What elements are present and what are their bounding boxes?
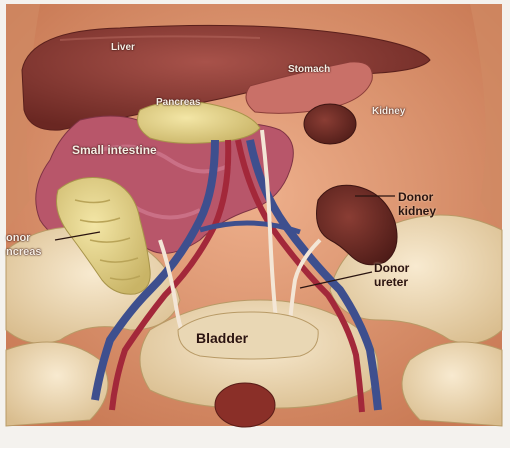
label-donor-ureter-1: Donor bbox=[374, 262, 409, 274]
label-pancreas: Pancreas bbox=[156, 98, 200, 108]
label-donor-pancreas-2: ncreas bbox=[6, 247, 41, 258]
label-kidney: Kidney bbox=[372, 107, 405, 117]
label-bladder: Bladder bbox=[196, 331, 248, 345]
label-donor-pancreas-1: onor bbox=[6, 233, 30, 244]
label-liver: Liver bbox=[111, 43, 135, 53]
native-kidney bbox=[304, 104, 356, 144]
label-small-intestine: Small intestine bbox=[72, 144, 157, 156]
label-stomach: Stomach bbox=[288, 65, 330, 75]
label-donor-ureter-2: ureter bbox=[374, 276, 408, 288]
label-donor-kidney-2: kidney bbox=[398, 205, 436, 217]
rectum-organ bbox=[215, 383, 275, 427]
label-donor-kidney-1: Donor bbox=[398, 191, 433, 203]
pelvis-lower-left bbox=[6, 342, 108, 426]
